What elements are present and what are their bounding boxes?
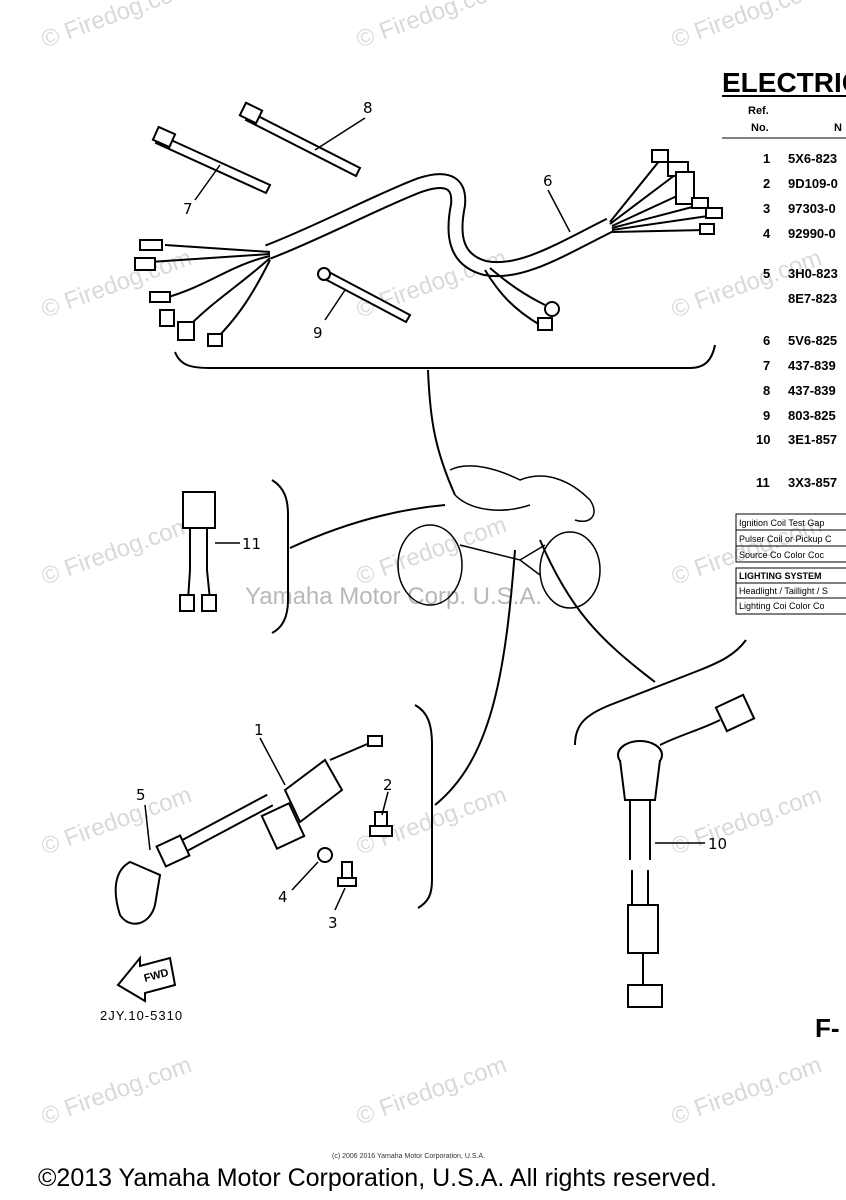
ignition-coil (260, 735, 383, 850)
callout-9: 9 (313, 324, 323, 342)
row-ref: 9 (763, 408, 770, 423)
info-heading: LIGHTING SYSTEM (739, 571, 822, 581)
row-ref: 6 (763, 333, 770, 348)
group-brace-coil (414, 704, 433, 909)
row-ref: 4 (763, 226, 771, 241)
fwd-arrow: FWD (116, 955, 177, 1003)
row-part-number: 803-825 (788, 408, 836, 423)
motorcycle-outline (397, 465, 601, 609)
group-brace-11 (271, 479, 289, 634)
row-part-number: 8E7-823 (788, 291, 837, 306)
ref-header: Ref. (748, 105, 769, 117)
part-no-header: N (834, 122, 842, 134)
no-header: No. (751, 122, 769, 134)
group-brace-10 (574, 639, 747, 746)
row-ref: 3 (763, 201, 770, 216)
band-8 (238, 101, 362, 178)
ignition-info-box: Ignition Coil Test Gap Pulser Coil or Pi… (735, 513, 846, 563)
info-row: Ignition Coil Test Gap (739, 518, 824, 528)
section-title: ELECTRIC (722, 67, 846, 98)
wire-harness-assembly (134, 149, 723, 347)
row-ref: 2 (763, 176, 770, 191)
callout-6: 6 (543, 172, 553, 190)
watermark: © Firedog.com (38, 511, 195, 590)
row-ref: 10 (756, 432, 770, 447)
small-copyright: (c) 2006 2016 Yamaha Motor Corporation, … (332, 1153, 485, 1160)
info-row: Headlight / Taillight / S (739, 586, 828, 596)
row-ref: 8 (763, 383, 770, 398)
watermark: © Firedog.com (668, 0, 825, 54)
band-7 (151, 125, 272, 195)
row-ref: 11 (756, 475, 770, 490)
row-part-number: 5V6-825 (788, 333, 837, 348)
callout-1: 1 (254, 721, 264, 739)
leader-lines (289, 369, 656, 806)
screw-3 (337, 861, 357, 887)
parts-list: ELECTRIC Ref. No. N 1 5X6-823 2 9D109-0 … (722, 67, 846, 490)
watermark: © Firedog.com (38, 1051, 195, 1130)
watermark: © Firedog.com (38, 0, 195, 54)
row-part-number: 9D109-0 (788, 176, 838, 191)
row-part-number: 3X3-857 (788, 475, 837, 490)
info-row: Pulser Coil or Pickup C (739, 534, 832, 544)
row-part-number: 437-839 (788, 358, 836, 373)
info-row: Lighting Coi Color Co (739, 601, 825, 611)
row-ref: 1 (763, 151, 770, 166)
washer-4 (317, 847, 333, 863)
watermark: © Firedog.com (668, 244, 825, 323)
row-ref: 5 (763, 266, 770, 281)
row-part-number: 92990-0 (788, 226, 836, 241)
callout-labels: 8 7 6 9 11 1 2 5 4 3 10 (136, 99, 727, 932)
callout-8: 8 (363, 99, 373, 117)
copyright: ©2013 Yamaha Motor Corporation, U.S.A. A… (38, 1164, 717, 1192)
row-part-number: 3H0-823 (788, 266, 838, 281)
row-part-number: 3E1-857 (788, 432, 837, 447)
callout-11: 11 (242, 535, 261, 553)
callout-2: 2 (383, 776, 393, 794)
info-row: Source Co Color Coc (739, 550, 825, 560)
part-10-assembly (617, 693, 756, 1008)
callout-4: 4 (278, 888, 288, 906)
watermark: © Firedog.com (353, 0, 510, 54)
watermark: © Firedog.com (668, 781, 825, 860)
watermark: © Firedog.com (353, 244, 510, 323)
row-part-number: 5X6-823 (788, 151, 837, 166)
band-9 (317, 267, 412, 324)
callout-10: 10 (708, 835, 727, 853)
callout-7: 7 (183, 200, 193, 218)
spark-plug-cap (114, 793, 274, 925)
watermark: © Firedog.com (353, 1051, 510, 1130)
row-part-number: 437-839 (788, 383, 836, 398)
figure-label: F- (815, 1013, 840, 1043)
group-brace-top (174, 344, 716, 369)
row-ref: 7 (763, 358, 770, 373)
callout-3: 3 (328, 914, 338, 932)
row-part-number: 97303-0 (788, 201, 836, 216)
diagram-code: 2JY.10-5310 (100, 1008, 183, 1023)
bolt-2 (369, 811, 393, 837)
center-watermark: Yamaha Motor Corp. U.S.A. (245, 583, 542, 610)
callout-5: 5 (136, 786, 146, 804)
lighting-info-box: LIGHTING SYSTEM Headlight / Taillight / … (735, 567, 846, 615)
watermark: © Firedog.com (668, 1051, 825, 1130)
part-11-assembly (179, 491, 217, 612)
